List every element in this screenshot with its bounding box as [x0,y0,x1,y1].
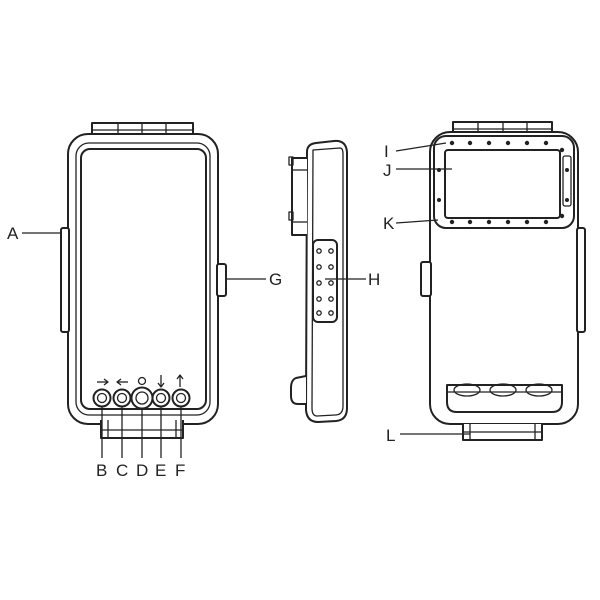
back-side-button-right [576,227,586,333]
leader-lines [22,142,470,458]
label-i: I [384,142,389,161]
label-a: A [7,224,19,243]
back-button-housing [446,384,563,413]
front-case-body [67,133,219,425]
label-f: F [175,461,185,480]
arrow-down-icon [157,375,165,388]
label-k: K [383,214,395,233]
label-d: D [136,461,148,480]
button-b [92,388,112,408]
side-bottom-latch [290,375,307,405]
bottom-screw-row [449,213,565,225]
label-e: E [155,461,166,480]
top-screw-row [449,140,565,153]
button-f [171,388,191,408]
camera-window-frame [433,135,575,229]
label-g: G [269,270,282,289]
label-l: L [386,426,395,445]
arrow-up-icon [176,374,184,387]
camera-window [444,149,561,219]
button-e [151,388,171,408]
side-button-g [216,263,227,297]
arrow-right-icon [97,378,109,386]
circle-icon [137,376,147,386]
label-c: C [116,461,128,480]
arrow-left-icon [116,378,128,386]
callout-labels: A B C D E F G H I J K L [7,142,395,480]
front-view [60,122,227,439]
side-button-a [60,227,70,333]
label-h: H [368,270,380,289]
back-side-button-left [420,261,432,297]
side-top-mount [291,157,307,236]
label-b: B [96,461,107,480]
side-view [288,139,348,423]
label-j: J [383,161,392,180]
back-view [420,121,586,441]
